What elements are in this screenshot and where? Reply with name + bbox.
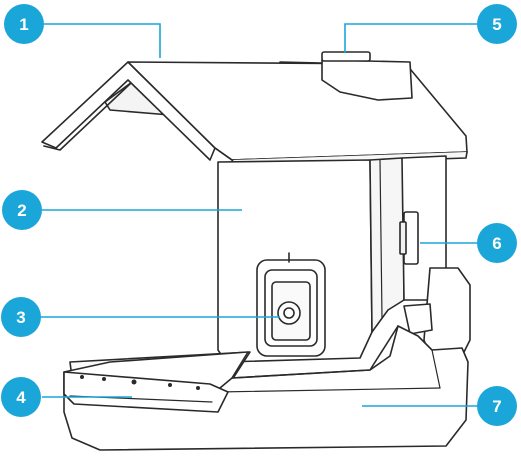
callout-1: 1	[4, 4, 44, 44]
callout-6: 6	[477, 223, 517, 263]
leader-line-1	[44, 24, 160, 58]
callout-4: 4	[1, 377, 41, 417]
leader-line-5	[345, 24, 496, 53]
callout-5: 5	[477, 4, 517, 44]
callout-5-label: 5	[492, 15, 501, 34]
callout-3-label: 3	[16, 308, 25, 327]
bird-feeder-illustration	[42, 52, 470, 450]
top-plug	[322, 52, 370, 61]
roof-main	[128, 62, 467, 160]
callout-2-label: 2	[17, 201, 26, 220]
callout-6-label: 6	[492, 234, 501, 253]
callout-4-label: 4	[16, 388, 26, 407]
callout-1-label: 1	[19, 15, 28, 34]
callout-7-label: 7	[492, 397, 501, 416]
hopper-side	[370, 158, 404, 332]
callout-7: 7	[477, 386, 517, 426]
callout-2: 2	[2, 190, 42, 230]
callout-3: 3	[1, 297, 41, 337]
